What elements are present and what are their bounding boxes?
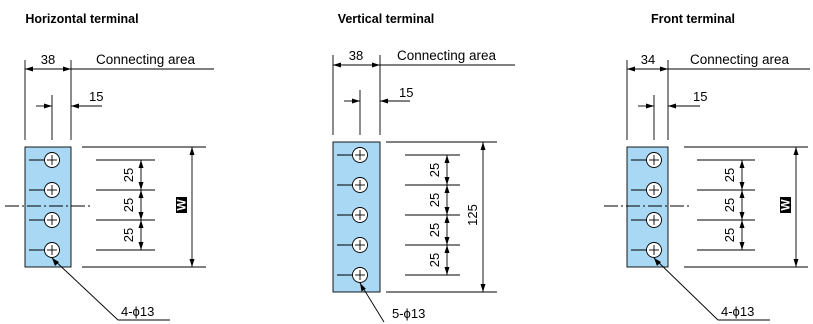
horizontal-terminal-title: Horizontal terminal bbox=[25, 12, 138, 26]
hole-note: 4-ϕ13 bbox=[721, 304, 754, 319]
spacing-dimension-value: 25 bbox=[427, 253, 442, 267]
width-dimension-value: 38 bbox=[349, 48, 363, 63]
horizontal-terminal-diagram: Horizontal terminal 38 Connecting area 1… bbox=[5, 12, 214, 321]
spacing-dimension-value: 25 bbox=[121, 198, 136, 212]
spacing-dimension-value: 25 bbox=[722, 168, 737, 182]
hole bbox=[631, 152, 662, 168]
hole bbox=[631, 182, 662, 198]
hole bbox=[29, 242, 60, 258]
spacing-dimension-value: 25 bbox=[427, 223, 442, 237]
hole bbox=[631, 242, 662, 258]
width-dimension-value: 34 bbox=[641, 52, 655, 67]
hole bbox=[337, 237, 368, 253]
hole bbox=[29, 212, 60, 228]
vertical-terminal-title: Vertical terminal bbox=[338, 12, 435, 26]
overall-height-label: W bbox=[175, 199, 189, 211]
front-terminal-diagram: Front terminal 34 Connecting area 15 bbox=[604, 12, 810, 321]
connecting-area-label: Connecting area bbox=[397, 48, 497, 63]
hole-note: 4-ϕ13 bbox=[121, 304, 154, 319]
pitch-dimension-value: 15 bbox=[89, 89, 103, 104]
width-dimension-value: 38 bbox=[41, 52, 55, 67]
front-terminal-title: Front terminal bbox=[651, 12, 735, 26]
hole bbox=[337, 147, 368, 163]
spacing-dimension-value: 25 bbox=[121, 168, 136, 182]
spacing-dimension-value: 25 bbox=[427, 163, 442, 177]
connecting-area-label: Connecting area bbox=[690, 52, 790, 67]
hole bbox=[337, 267, 368, 283]
spacing-dimension-value: 25 bbox=[121, 228, 136, 242]
spacing-dimension-value: 25 bbox=[722, 228, 737, 242]
hole-note: 5-ϕ13 bbox=[392, 306, 425, 321]
hole bbox=[29, 182, 60, 198]
hole bbox=[337, 177, 368, 193]
connecting-area-label: Connecting area bbox=[96, 52, 196, 67]
spacing-dimension-value: 25 bbox=[722, 198, 737, 212]
pitch-dimension-value: 15 bbox=[399, 85, 413, 100]
overall-height-label: 125 bbox=[465, 204, 480, 226]
hole bbox=[337, 207, 368, 223]
hole bbox=[631, 212, 662, 228]
hole bbox=[29, 152, 60, 168]
vertical-terminal-diagram: Vertical terminal 38 Connecting area 15 bbox=[332, 12, 515, 323]
pitch-dimension-value: 15 bbox=[693, 89, 707, 104]
overall-height-label: W bbox=[779, 199, 793, 211]
spacing-dimension-value: 25 bbox=[427, 193, 442, 207]
